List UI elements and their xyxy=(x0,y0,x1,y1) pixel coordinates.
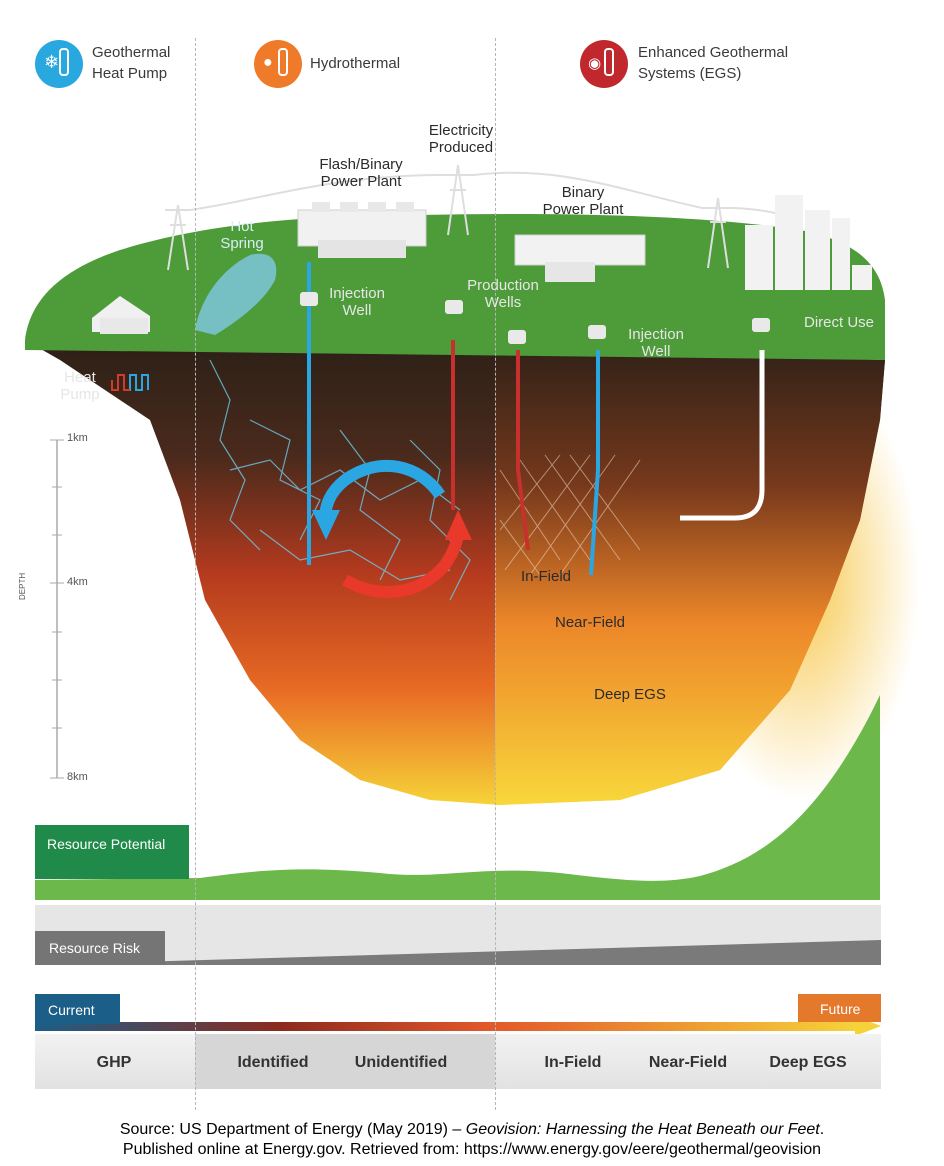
resource-risk-tag: Resource Risk xyxy=(35,931,165,965)
in-field-label: In-Field xyxy=(520,568,572,585)
category-near-field: Near-Field xyxy=(648,1054,728,1071)
production-well-pipe-2 xyxy=(516,350,530,551)
deep-egs-label: Deep EGS xyxy=(594,686,666,703)
depth-tick-4km: 4km xyxy=(67,576,88,588)
direct-use-pipe xyxy=(680,350,765,521)
resource-risk-wedge xyxy=(35,940,881,965)
circulation-arrow-blue xyxy=(319,459,445,521)
future-tag: Future xyxy=(798,994,881,1022)
circulation-arrow-red xyxy=(342,529,464,598)
depth-axis-title: DEPTH xyxy=(18,572,27,600)
hydrothermal-category-band xyxy=(195,1034,495,1089)
house xyxy=(92,296,150,334)
grass-surface xyxy=(25,213,885,360)
flash-binary-power-plant xyxy=(297,202,427,258)
divider-ghp-hydro xyxy=(195,38,196,1110)
source-line-2: Published online at Energy.gov. Retrieve… xyxy=(122,1141,822,1158)
category-identified: Identified xyxy=(237,1054,309,1071)
timeline-bar xyxy=(35,1022,855,1031)
city-buildings xyxy=(745,195,872,290)
current-tag: Current xyxy=(35,994,120,1024)
thermometer-drop-icon: ● xyxy=(254,40,302,88)
source-line-1: Source: US Department of Energy (May 201… xyxy=(119,1121,825,1138)
depth-axis xyxy=(50,439,64,779)
category-in-field: In-Field xyxy=(544,1054,602,1071)
divider-hydro-egs xyxy=(495,38,496,1110)
depth-tick-1km: 1km xyxy=(67,432,88,444)
source-citation: Source: US Department of Energy (May 201… xyxy=(0,1120,944,1160)
category-unidentified: Unidentified xyxy=(354,1054,448,1071)
depth-tick-8km: 8km xyxy=(67,771,88,783)
underground-egs-zone xyxy=(495,350,885,805)
resource-potential-curve xyxy=(35,695,880,900)
thermometer-snowflake-icon: ❄ xyxy=(35,40,83,88)
resource-potential-tag: Resource Potential xyxy=(35,825,189,879)
hot-spring-water xyxy=(195,253,277,335)
legend-hydrothermal-label: Hydrothermal xyxy=(310,55,401,72)
binary-power-plant xyxy=(514,234,646,282)
category-deep-egs: Deep EGS xyxy=(769,1054,847,1071)
wellheads xyxy=(300,292,770,344)
injection-well-pipe-2 xyxy=(589,350,600,576)
direct-use-label: Direct Use xyxy=(803,314,874,331)
category-ghp: GHP xyxy=(96,1054,132,1071)
egs-fracture-grid xyxy=(499,454,641,576)
thermometer-signal-icon: ◉ xyxy=(580,40,628,88)
near-field-label: Near-Field xyxy=(554,614,626,631)
